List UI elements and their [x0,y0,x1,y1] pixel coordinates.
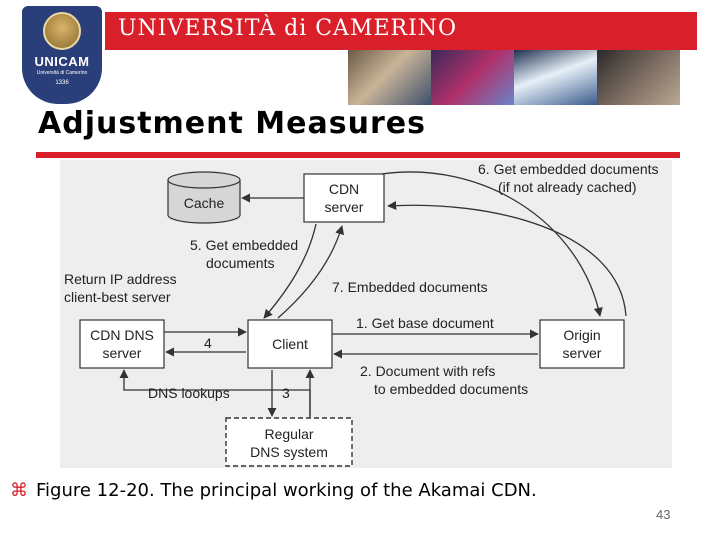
logo-year: 1336 [55,80,69,86]
step6-label-line2: (if not already cached) [498,179,637,195]
photo-students [348,50,431,105]
step3-label: 3 [282,385,290,401]
origin-label-line1: Origin [563,327,600,343]
header-photo-strip [348,50,680,105]
cdn-server-label-line1: CDN [329,181,359,197]
return-ip-label-line2: client-best server [64,289,171,305]
regular-dns-label-line1: Regular [264,426,313,442]
client-label: Client [272,336,308,352]
step2-label-line1: 2. Document with refs [360,363,495,379]
step2-label-line2: to embedded documents [374,381,528,397]
page-title: Adjustment Measures [38,106,426,141]
step7-label: 7. Embedded documents [332,279,488,295]
cdn-dns-label-line2: server [103,345,142,361]
bullet-icon: ⌘ [10,480,28,501]
photo-lab [431,50,514,105]
step6-arrow-to-origin [381,171,603,317]
logo-subtitle: Università di Camerino [36,70,88,76]
client-node: Client [247,319,333,369]
step7-arrow [277,225,345,319]
regular-dns-label-line2: DNS system [250,444,328,460]
step1-label: 1. Get base document [356,315,494,331]
logo-name: UNICAM [34,54,90,69]
regular-dns-node: Regular DNS system [225,417,353,467]
cdn-dns-server-node: CDN DNS server [79,319,165,369]
title-divider [36,152,680,158]
step5-label-line1: 5. Get embedded [190,237,298,253]
origin-server-node: Origin server [539,319,625,369]
step4-label: 4 [204,335,212,351]
step5-arrow [263,223,317,319]
step6-arrow-to-cdn [387,200,627,317]
cdn-server-label-line2: server [325,199,364,215]
figure-caption: ⌘ Figure 12-20. The principal working of … [10,480,537,501]
header-banner [105,12,697,50]
caption-text: Figure 12-20. The principal working of t… [36,480,537,501]
cdn-server-node: CDN server [303,173,385,223]
diagram-canvas: Cache CDN server CDN DNS server Client O… [64,161,659,467]
page-number: 43 [656,507,671,522]
cdn-dns-label-line1: CDN DNS [90,327,154,343]
banner-title: UNIVERSITÀ di CAMERINO [118,16,458,41]
step5-label-line2: documents [206,255,274,271]
dns-lookups-label: DNS lookups [148,385,230,401]
step6-label-line1: 6. Get embedded documents [478,161,659,177]
akamai-cdn-diagram: Cache CDN server CDN DNS server Client O… [60,160,672,468]
photo-light [514,50,597,105]
crest-icon [43,12,81,50]
cache-node: Cache [167,171,241,224]
cache-label: Cache [184,195,225,211]
photo-reading [597,50,680,105]
university-logo: UNICAM Università di Camerino 1336 [22,6,102,104]
return-ip-label-line1: Return IP address [64,271,177,287]
origin-label-line2: server [563,345,602,361]
